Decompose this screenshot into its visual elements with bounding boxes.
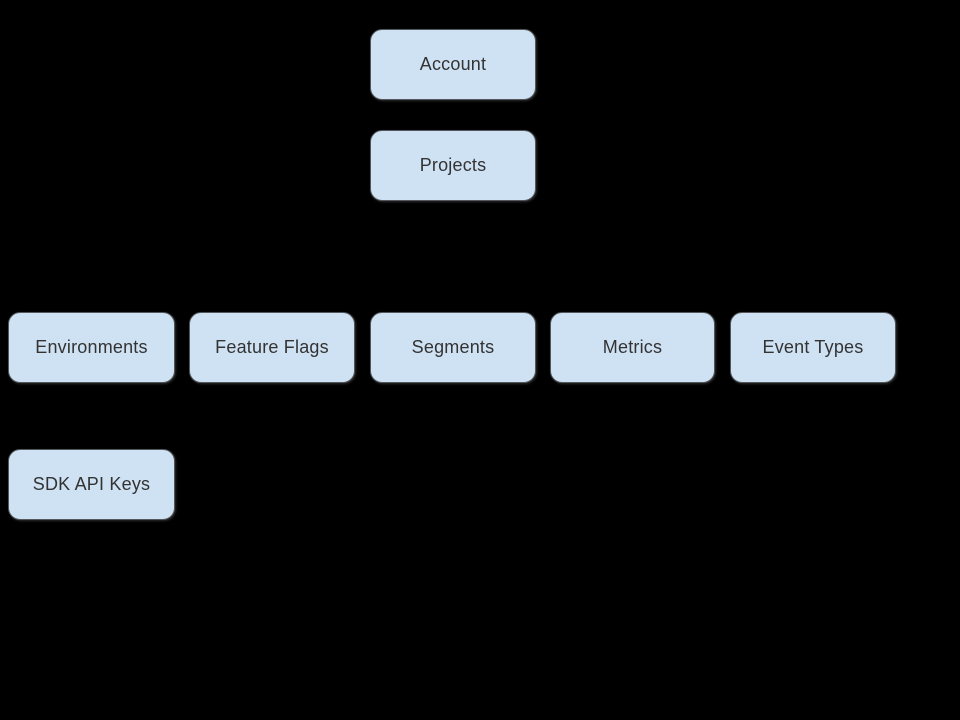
node-segments: Segments: [370, 312, 536, 383]
node-segments-label: Segments: [411, 337, 495, 357]
node-projects-label: Projects: [419, 155, 487, 175]
node-feature-flags: Feature Flags: [189, 312, 355, 383]
node-sdk-api-keys: SDK API Keys: [8, 449, 175, 520]
node-event-types: Event Types: [730, 312, 896, 383]
node-environments: Environments: [8, 312, 175, 383]
node-metrics-label: Metrics: [602, 337, 663, 357]
node-projects: Projects: [370, 130, 536, 201]
node-sdk-api-keys-label: SDK API Keys: [32, 474, 151, 494]
node-account-label: Account: [419, 54, 487, 74]
node-feature-flags-label: Feature Flags: [215, 337, 329, 357]
node-account: Account: [370, 29, 536, 100]
node-event-types-label: Event Types: [762, 337, 864, 357]
node-environments-label: Environments: [35, 337, 148, 357]
node-metrics: Metrics: [550, 312, 715, 383]
